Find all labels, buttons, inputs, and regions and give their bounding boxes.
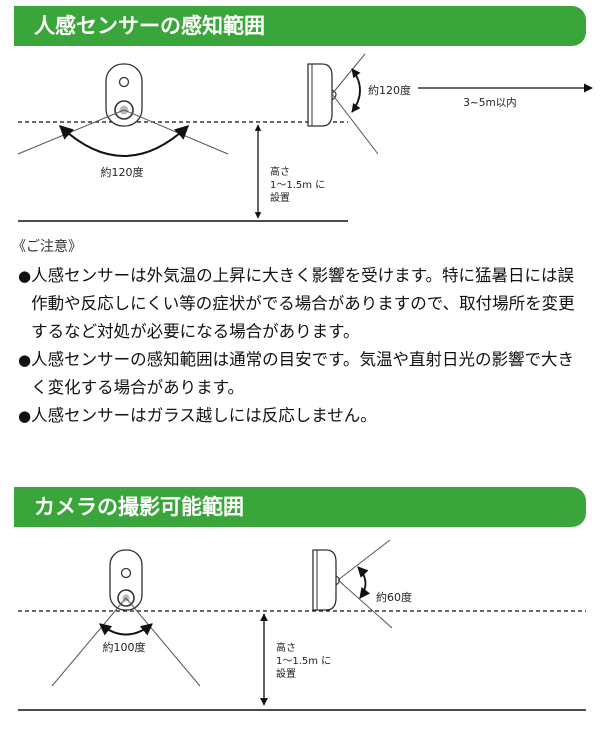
bullet-icon: ● xyxy=(18,351,32,369)
height-label-line1: 高さ xyxy=(276,641,296,654)
height-label-line3: 設置 xyxy=(276,667,296,680)
note-text: 人感センサーは外気温の上昇に大きく影響を受けます。特に猛暑日には誤作動や反応しに… xyxy=(31,266,575,341)
note-text: 人感センサーの感知範囲は通常の目安です。気温や直射日光の影響で大きく変化する場合… xyxy=(31,350,574,397)
camera-range-diagram: 約100度 高さ 1～1.5m に 設置 約60度 xyxy=(18,539,586,711)
front-angle-label: 約100度 xyxy=(103,640,146,654)
side-angle-label: 約120度 xyxy=(368,83,411,97)
height-label-line2: 1～1.5m に xyxy=(270,179,325,191)
side-angle-arc xyxy=(351,68,361,113)
distance-label: 3~5m以内 xyxy=(463,96,516,109)
front-angle-label: 約120度 xyxy=(101,165,144,179)
section-title: カメラの撮影可能範囲 xyxy=(34,495,244,519)
side-angle-label: 約60度 xyxy=(376,590,412,604)
note-item: ● 人感センサーの感知範囲は通常の目安です。気温や直射日光の影響で大きく変化する… xyxy=(18,346,588,402)
bullet-icon: ● xyxy=(18,267,32,285)
front-angle-arc xyxy=(99,623,153,636)
section-header-sensor: 人感センサーの感知範囲 xyxy=(14,6,586,46)
section-header-camera: カメラの撮影可能範囲 xyxy=(14,487,586,527)
device-side-icon xyxy=(307,63,337,127)
device-front-icon xyxy=(105,63,143,127)
note-item: ● 人感センサーはガラス越しには反応しません。 xyxy=(18,402,588,430)
note-text: 人感センサーはガラス越しには反応しません。 xyxy=(31,406,377,425)
section-title: 人感センサーの感知範囲 xyxy=(34,14,265,38)
side-angle-arc xyxy=(357,566,371,599)
notes-list: ● 人感センサーは外気温の上昇に大きく影響を受けます。特に猛暑日には誤作動や反応… xyxy=(18,262,588,430)
bullet-icon: ● xyxy=(18,407,32,425)
device-front-icon xyxy=(109,549,143,611)
height-label-line1: 高さ xyxy=(270,165,290,178)
sensor-range-diagram: 約120度 高さ 1～1.5m に 設置 約120度 3~5m以内 xyxy=(17,53,593,222)
height-label-line2: 1～1.5m に xyxy=(276,655,331,667)
notes-title: 《ご注意》 xyxy=(12,239,82,255)
front-angle-arc xyxy=(58,125,190,157)
note-item: ● 人感センサーは外気温の上昇に大きく影響を受けます。特に猛暑日には誤作動や反応… xyxy=(18,262,588,346)
device-side-icon xyxy=(312,549,341,611)
height-label-line3: 設置 xyxy=(270,191,290,204)
